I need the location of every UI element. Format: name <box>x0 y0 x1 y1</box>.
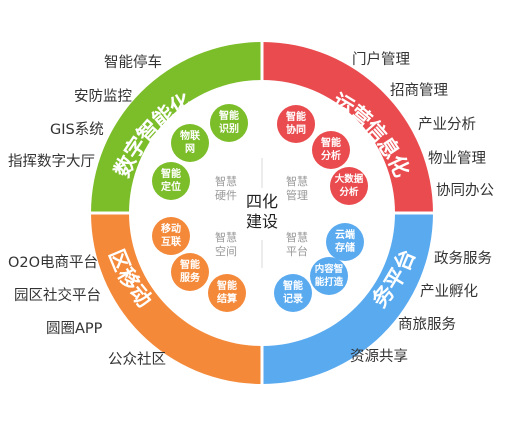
side-label-command-hall: 指挥数字大厅 <box>8 154 95 170</box>
bubble-cloud-storage-line1: 云端 <box>335 228 355 241</box>
side-label-collaborative-office: 协同办公 <box>436 183 494 199</box>
side-label-business-travel: 商旅服务 <box>398 317 456 333</box>
bubble-smart-positioning: 智能 定位 <box>152 162 190 200</box>
bubble-big-data-analysis: 大数据 分析 <box>330 167 368 205</box>
side-label-circle-app: 圆圈APP <box>46 321 103 337</box>
bubble-mobile-interconnection-line1: 移动 <box>161 222 181 235</box>
ring-quadrant-digital-intelligence <box>91 42 262 213</box>
bubble-content-creation-line2: 能打造 <box>315 276 344 288</box>
bubble-smart-analysis-line2: 分析 <box>321 149 341 162</box>
side-label-property-management: 物业管理 <box>428 151 486 167</box>
inner-label-smart-hardware-2: 硬件 <box>215 189 237 202</box>
bubble-smart-settlement-line2: 结算 <box>217 292 237 305</box>
center-title-line1: 四化 <box>246 192 278 211</box>
bubble-smart-collaboration-line2: 协同 <box>286 123 306 136</box>
side-label-o2o-platform: O2O电商平台 <box>8 255 99 271</box>
side-label-portal-management: 门户管理 <box>352 52 410 68</box>
bubble-smart-analysis-line1: 智能 <box>321 136 341 149</box>
bubble-smart-recording-line1: 智能 <box>283 279 303 292</box>
inner-label-smart-platform-1: 智慧 <box>286 230 308 244</box>
side-label-public-community: 公众社区 <box>108 352 166 368</box>
inner-label-smart-management-2: 管理 <box>286 188 308 202</box>
side-label-industry-analysis: 产业分析 <box>418 117 476 133</box>
bubble-iot: 物联 网 <box>171 124 209 162</box>
bubble-mobile-interconnection-line2: 互联 <box>161 235 181 248</box>
bubble-group-service-platform: 云端 存储 内容智 能打造 智能 记录 <box>274 223 364 312</box>
bubble-smart-service-line2: 服务 <box>180 271 201 284</box>
bubble-smart-service: 智能 服务 <box>171 253 209 291</box>
bubble-smart-collaboration: 智能 协同 <box>277 105 315 143</box>
bubble-cloud-storage: 云端 存储 <box>326 223 364 261</box>
bubble-cloud-storage-line2: 存储 <box>335 241 355 254</box>
ring-quadrant-operation-informatization <box>262 42 433 213</box>
bubble-mobile-interconnection: 移动 互联 <box>152 217 190 255</box>
side-label-government-services: 政务服务 <box>434 251 492 267</box>
bubble-iot-line2: 网 <box>185 143 195 155</box>
bubble-smart-positioning-line2: 定位 <box>161 180 181 193</box>
bubble-smart-collaboration-line1: 智能 <box>286 110 306 123</box>
side-label-industry-incubation: 产业孵化 <box>420 284 478 300</box>
bubble-smart-recognition-line1: 智能 <box>219 109 239 122</box>
inner-label-smart-platform-2: 平台 <box>286 244 308 258</box>
ring-quadrant-community-mobile <box>91 213 262 384</box>
side-label-investment-management: 招商管理 <box>390 83 448 99</box>
ring-quadrant-service-platform <box>262 213 433 384</box>
bubble-smart-settlement-line1: 智能 <box>217 279 237 292</box>
bubble-smart-recognition: 智能 识别 <box>210 104 248 142</box>
bubble-smart-analysis: 智能 分析 <box>312 131 350 169</box>
inner-label-smart-space-2: 空间 <box>215 244 237 258</box>
side-label-resource-sharing: 资源共享 <box>350 349 408 365</box>
side-label-gis-system: GIS系统 <box>50 122 104 138</box>
bubble-iot-line1: 物联 <box>180 129 200 142</box>
bubble-group-community-mobile: 移动 互联 智能 服务 智能 结算 <box>152 217 246 312</box>
ring-separators <box>89 40 435 386</box>
bubble-smart-positioning-line1: 智能 <box>161 167 181 180</box>
bubble-big-data-analysis-line2: 分析 <box>339 186 359 198</box>
side-label-smart-parking: 智能停车 <box>104 55 162 71</box>
bubble-content-creation-line1: 内容智 <box>315 263 344 275</box>
side-label-park-social: 园区社交平台 <box>14 288 101 304</box>
bubble-content-creation: 内容智 能打造 <box>310 257 348 295</box>
side-label-security-monitoring: 安防监控 <box>74 89 132 105</box>
bubble-smart-recording: 智能 记录 <box>274 274 312 312</box>
bubble-smart-recognition-line2: 识别 <box>219 122 239 135</box>
inner-label-smart-management-1: 智慧 <box>286 174 308 188</box>
bubble-group-digital-intelligence: 物联 网 智能 识别 智能 定位 <box>152 104 248 200</box>
bubble-smart-service-line1: 智能 <box>180 258 200 271</box>
ring <box>91 42 433 384</box>
inner-label-smart-hardware-1: 智慧 <box>215 174 237 188</box>
bubble-group-operation-informatization: 智能 协同 智能 分析 大数据 分析 <box>277 105 368 205</box>
bubble-smart-settlement: 智能 结算 <box>208 274 246 312</box>
bubble-smart-recording-line2: 记录 <box>283 293 303 305</box>
inner-label-smart-space-1: 智慧 <box>215 230 237 244</box>
center-title-line2: 建设 <box>246 212 278 231</box>
bubble-big-data-analysis-line1: 大数据 <box>335 173 364 185</box>
